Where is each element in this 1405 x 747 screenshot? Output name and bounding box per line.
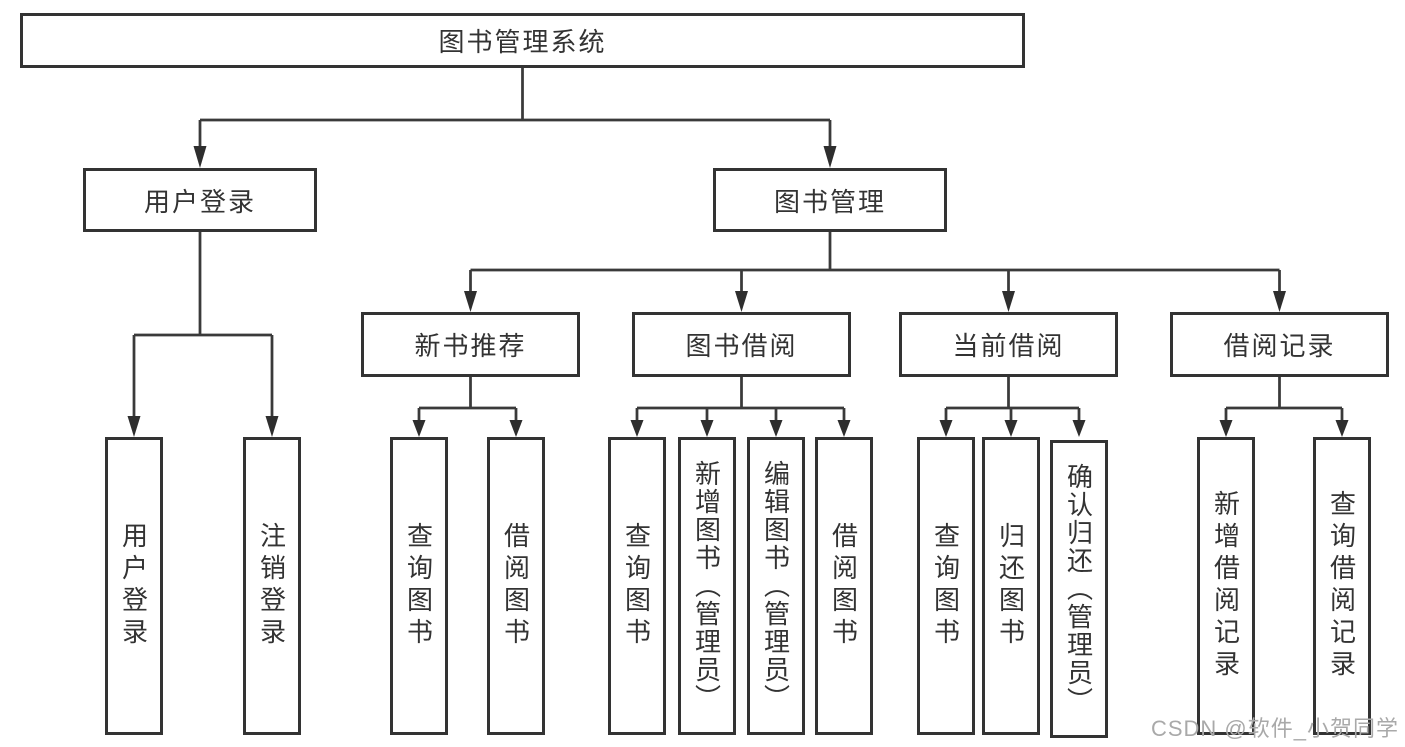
node-user-login: 用户登录: [83, 168, 317, 232]
leaf-user-login: 用户登录: [105, 437, 163, 735]
leaf-br-add-record-label: 新增借阅记录: [1210, 490, 1241, 682]
leaf-rec-query-book-label: 查询图书: [403, 522, 434, 650]
leaf-logout: 注销登录: [243, 437, 301, 735]
node-book-management-label: 图书管理: [773, 186, 886, 217]
leaf-rec-query-book: 查询图书: [390, 437, 448, 735]
leaf-rec-borrow-book: 借阅图书: [487, 437, 545, 735]
leaf-br-add-record: 新增借阅记录: [1197, 437, 1255, 735]
leaf-cb-confirm-return-label: 确认归还（管理员）: [1063, 463, 1094, 715]
node-borrow-records: 借阅记录: [1170, 312, 1389, 377]
leaf-br-query-record-label: 查询借阅记录: [1326, 490, 1357, 682]
leaf-bb-edit-book-label: 编辑图书（管理员）: [760, 460, 791, 712]
node-root-label: 图书管理系统: [438, 27, 607, 57]
leaf-bb-add-book-label: 新增图书（管理员）: [691, 460, 722, 712]
node-book-management: 图书管理: [713, 168, 947, 232]
node-root: 图书管理系统: [20, 13, 1025, 68]
watermark: CSDN @软件_小贺同学: [1150, 716, 1399, 741]
node-new-book-recommend: 新书推荐: [361, 312, 580, 377]
leaf-rec-borrow-book-label: 借阅图书: [500, 522, 531, 650]
leaf-cb-confirm-return: 确认归还（管理员）: [1050, 440, 1108, 738]
leaf-cb-query-book-label: 查询图书: [930, 522, 961, 650]
node-current-borrow: 当前借阅: [899, 312, 1118, 377]
leaf-cb-query-book: 查询图书: [917, 437, 975, 735]
leaf-user-login-label: 用户登录: [118, 522, 149, 650]
leaf-cb-return-book-label: 归还图书: [995, 522, 1026, 650]
leaf-bb-borrow-book-label: 借阅图书: [828, 522, 859, 650]
leaf-logout-label: 注销登录: [256, 522, 287, 650]
node-current-borrow-label: 当前借阅: [952, 331, 1065, 361]
leaf-bb-edit-book: 编辑图书（管理员）: [747, 437, 805, 735]
leaf-br-query-record: 查询借阅记录: [1313, 437, 1371, 735]
arrowhead-group: [127, 146, 1349, 437]
node-book-borrow-label: 图书借阅: [685, 331, 798, 361]
leaf-bb-query-book: 查询图书: [608, 437, 666, 735]
node-book-borrow: 图书借阅: [632, 312, 851, 377]
node-new-book-recommend-label: 新书推荐: [414, 331, 527, 361]
node-user-login-label: 用户登录: [143, 186, 256, 217]
leaf-bb-borrow-book: 借阅图书: [815, 437, 873, 735]
leaf-bb-query-book-label: 查询图书: [621, 522, 652, 650]
leaf-bb-add-book: 新增图书（管理员）: [678, 437, 736, 735]
leaf-cb-return-book: 归还图书: [982, 437, 1040, 735]
node-borrow-records-label: 借阅记录: [1223, 331, 1336, 361]
